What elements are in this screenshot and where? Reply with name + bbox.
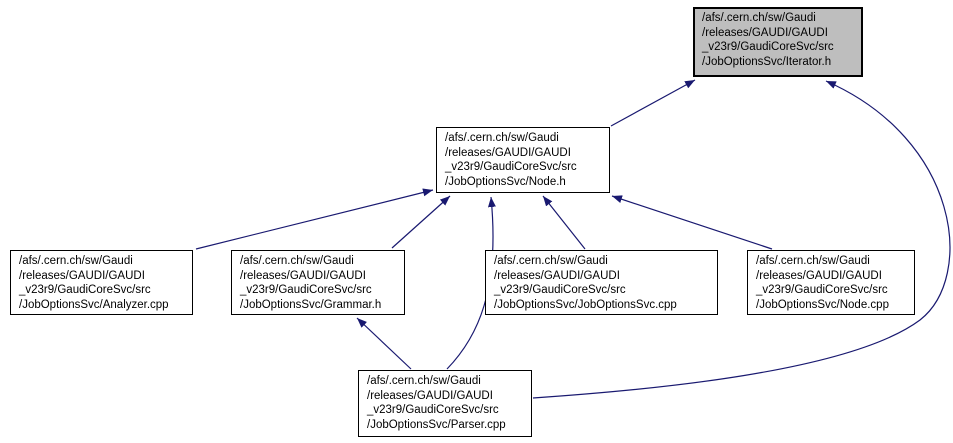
edge-joboptionssvc-cpp-to-node-h	[542, 195, 586, 250]
graph-node-analyzer-cpp[interactable]: /afs/.cern.ch/sw/Gaudi /releases/GAUDI/G…	[10, 250, 193, 315]
graph-node-node-h[interactable]: /afs/.cern.ch/sw/Gaudi /releases/GAUDI/G…	[436, 127, 610, 193]
edge-analyzer-cpp-to-node-h	[195, 188, 434, 250]
graph-node-grammar-h[interactable]: /afs/.cern.ch/sw/Gaudi /releases/GAUDI/G…	[231, 250, 405, 315]
edge-grammar-h-to-node-h	[391, 195, 451, 249]
edge-node-h-to-iterator-h	[610, 79, 696, 127]
edge-parser-cpp-to-grammar-h	[356, 317, 412, 370]
graph-node-parser-cpp[interactable]: /afs/.cern.ch/sw/Gaudi /releases/GAUDI/G…	[358, 370, 532, 437]
graph-node-iterator-h: /afs/.cern.ch/sw/Gaudi /releases/GAUDI/G…	[693, 7, 863, 77]
edge-node-cpp-to-node-h	[611, 195, 773, 250]
edge-parser-cpp-to-iterator-h	[532, 80, 951, 399]
graph-node-joboptionssvc-cpp[interactable]: /afs/.cern.ch/sw/Gaudi /releases/GAUDI/G…	[485, 250, 718, 315]
edge-parser-cpp-to-node-h	[446, 196, 496, 370]
graph-node-node-cpp[interactable]: /afs/.cern.ch/sw/Gaudi /releases/GAUDI/G…	[747, 250, 915, 315]
